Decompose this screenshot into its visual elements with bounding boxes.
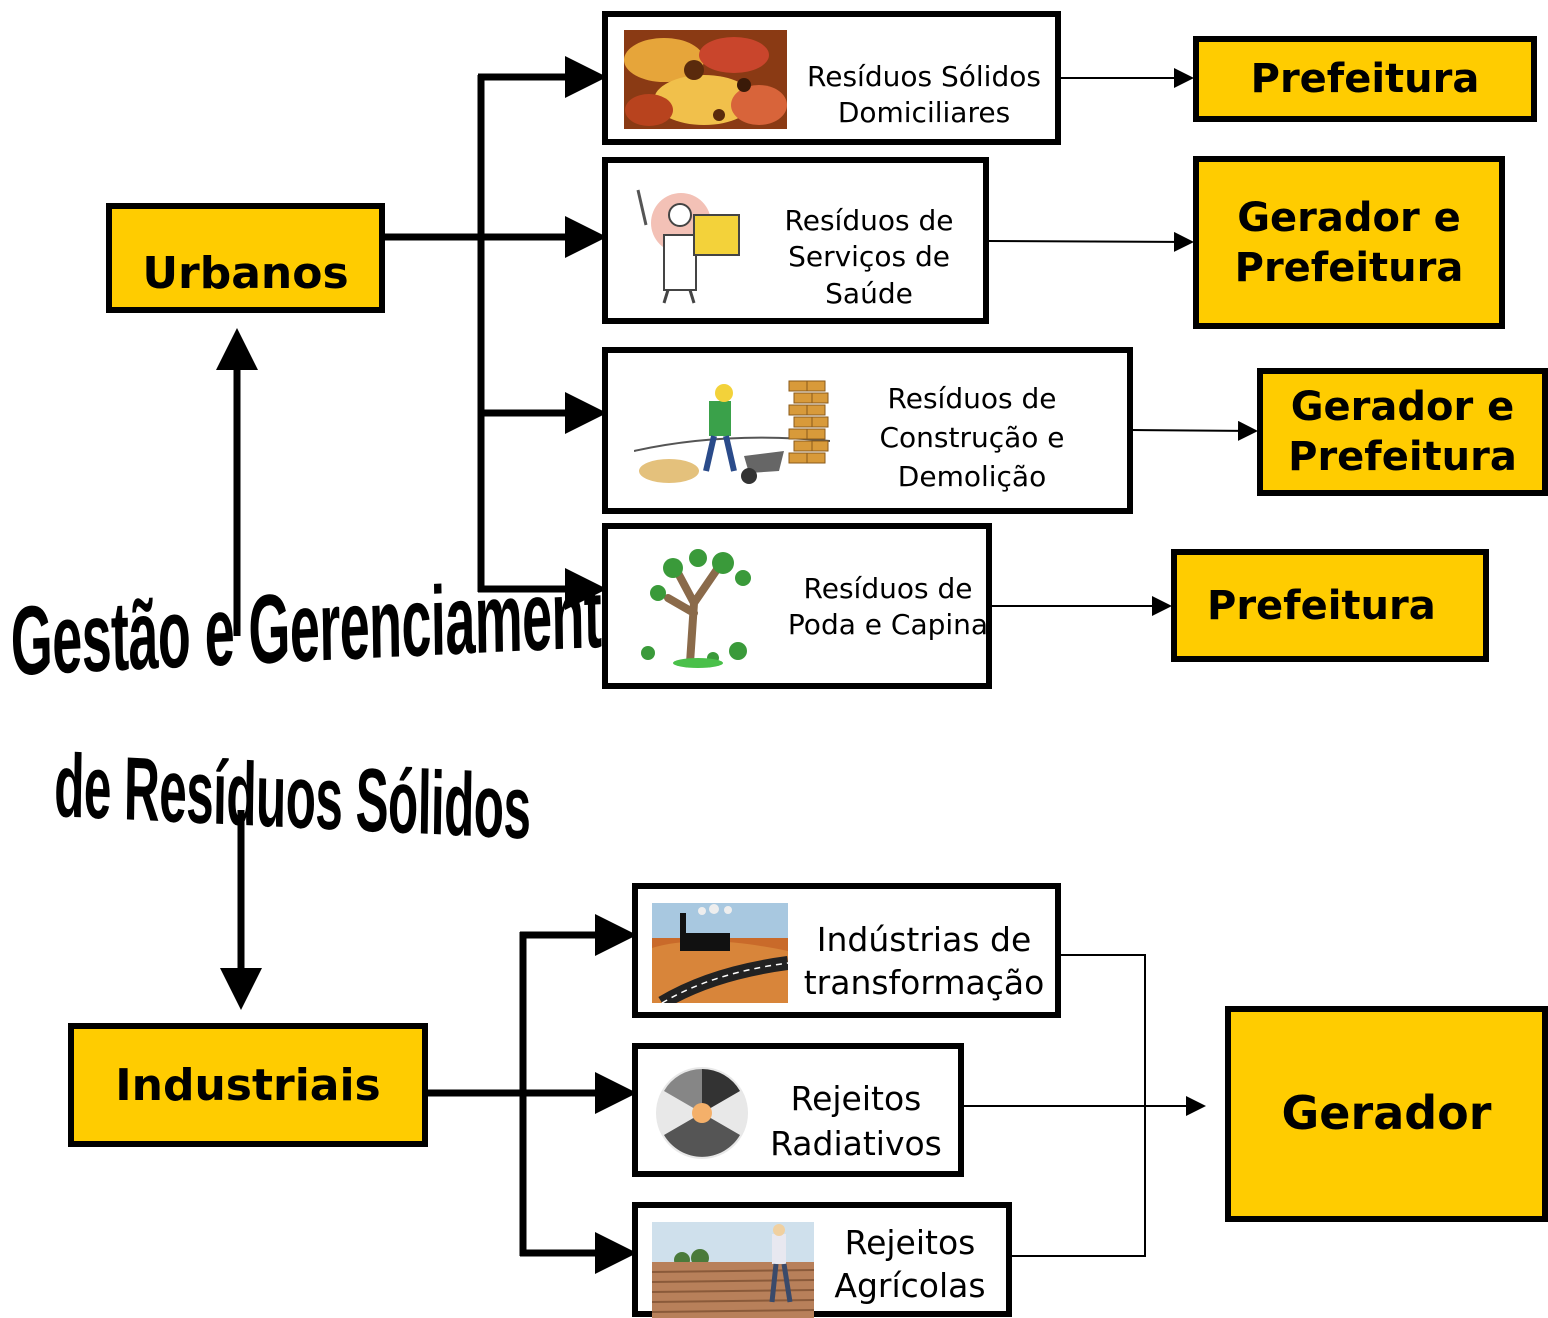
radiation-symbol-image (652, 1063, 752, 1163)
waste-saude: Resíduos de Serviços de Saúde (602, 157, 989, 324)
category-urbanos-label: Urbanos (142, 247, 349, 299)
responsible-construcao: Gerador e Prefeitura (1257, 368, 1548, 496)
responsible-poda-label: Prefeitura (1207, 582, 1436, 629)
responsible-saude: Gerador e Prefeitura (1193, 156, 1505, 329)
waste-transformacao-label: Indústrias de transformação (803, 920, 1045, 1002)
waste-domiciliares-label: Resíduos Sólidos Domiciliares (807, 60, 1041, 130)
waste-agricolas: Rejeitos Agrícolas (632, 1202, 1012, 1318)
waste-agricolas-label: Rejeitos Agrícolas (834, 1223, 986, 1305)
farmer-field-image (652, 1222, 814, 1318)
waste-domiciliares: Resíduos Sólidos Domiciliares (602, 11, 1061, 145)
food-waste-image (624, 30, 787, 129)
waste-poda: Resíduos de Poda e Capina (602, 523, 992, 689)
arrow-saude-gerador (987, 231, 1194, 252)
responsible-industriais-label: Gerador (1281, 1086, 1492, 1141)
responsible-industriais: Gerador (1225, 1006, 1548, 1222)
responsible-saude-label: Gerador e Prefeitura (1234, 194, 1464, 291)
category-industriais: Industriais (68, 1023, 428, 1147)
health-worker-image (626, 185, 750, 305)
tree-pruning-image (628, 543, 768, 673)
responsible-poda: Prefeitura (1171, 549, 1489, 662)
construction-worker-image (634, 371, 830, 489)
waste-transformacao: Indústrias de transformação (632, 883, 1061, 1018)
waste-radiativos: Rejeitos Radiativos (632, 1043, 964, 1177)
category-urbanos: Urbanos (106, 203, 385, 313)
waste-radiativos-label: Rejeitos Radiativos (770, 1079, 942, 1163)
factory-image (652, 903, 788, 1003)
waste-saude-label: Resíduos de Serviços de Saúde (784, 204, 954, 310)
waste-poda-label: Resíduos de Poda e Capina (787, 572, 989, 642)
responsible-domiciliares-label: Prefeitura (1250, 56, 1480, 102)
responsible-domiciliares: Prefeitura (1193, 36, 1537, 122)
category-industriais-label: Industriais (115, 1059, 381, 1111)
arrow-construcao-gerador (1130, 420, 1258, 441)
waste-construcao-label: Resíduos de Construção e Demolição (879, 382, 1065, 494)
waste-construcao: Resíduos de Construção e Demolição (602, 347, 1133, 514)
responsible-construcao-label: Gerador e Prefeitura (1288, 384, 1517, 480)
